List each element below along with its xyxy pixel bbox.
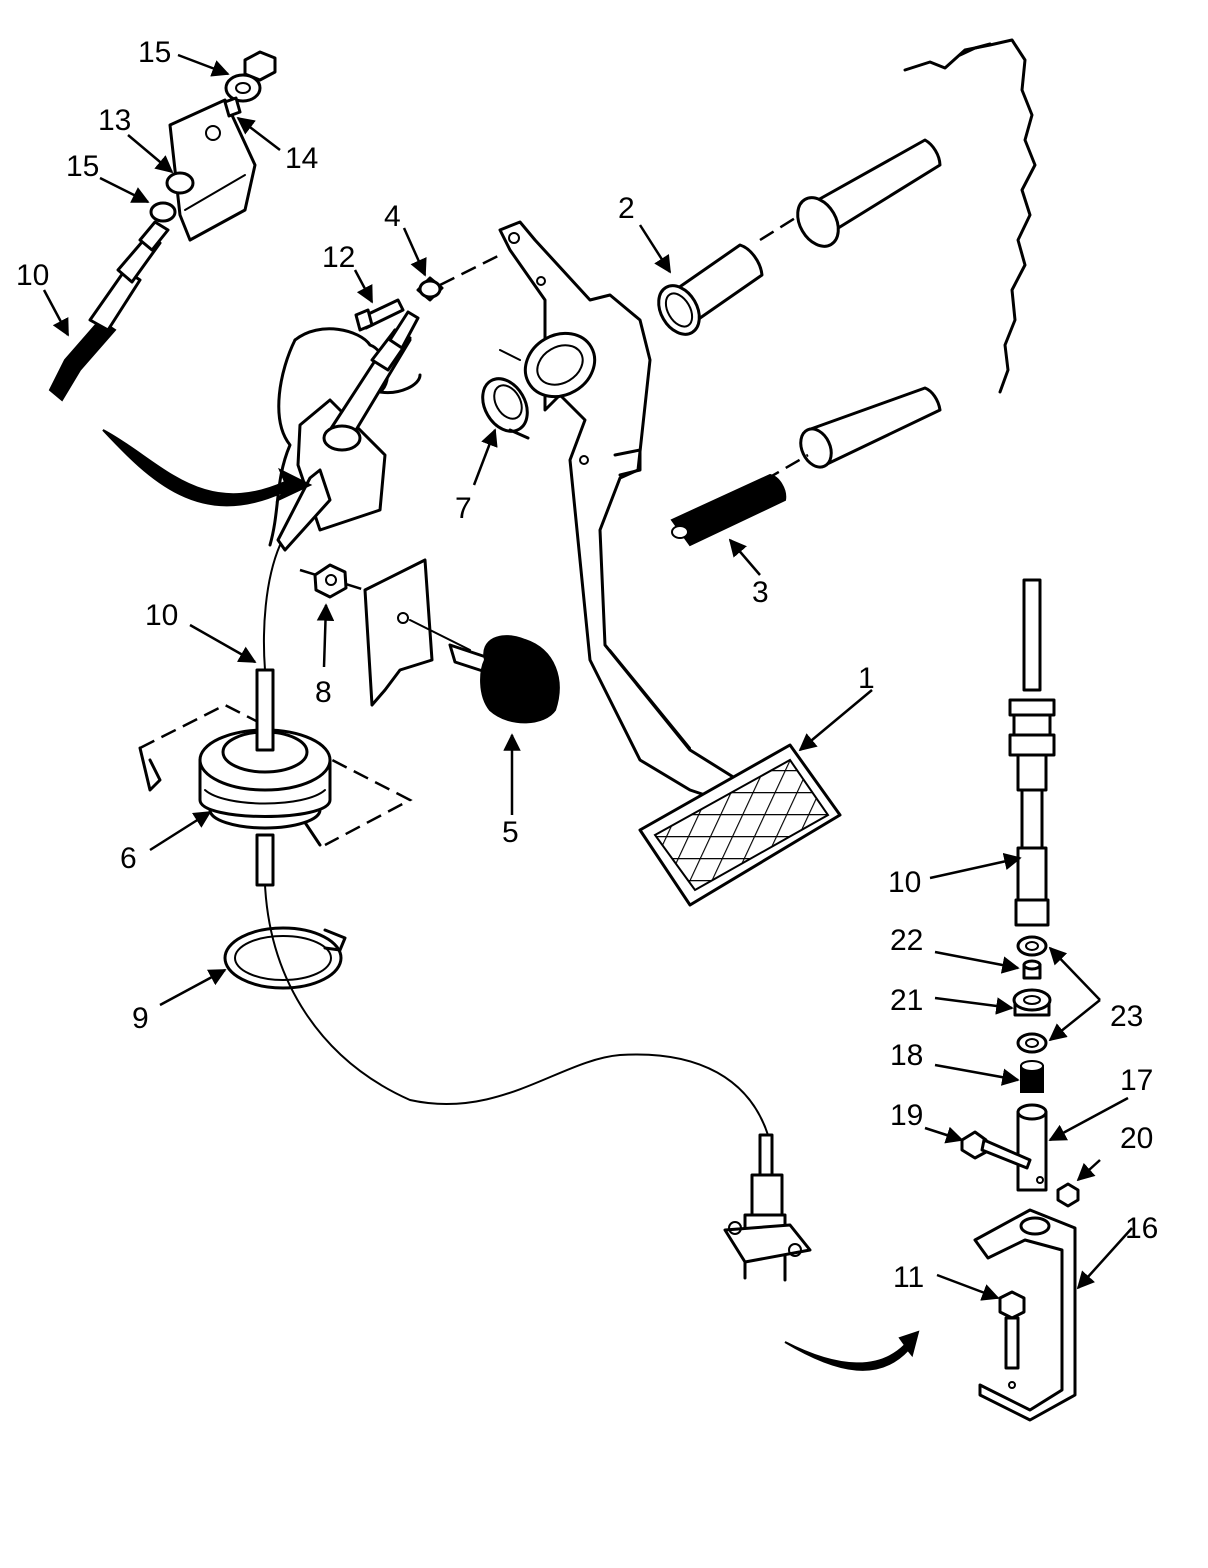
bracket-upper-left [168, 98, 257, 242]
callout-6: 6 [120, 842, 137, 875]
washer-top [1016, 935, 1048, 957]
lower-shaft [764, 386, 942, 482]
callout-23: 23 [1110, 1000, 1143, 1033]
transmission-mount [723, 1133, 812, 1282]
retaining-clip [481, 377, 530, 440]
bolt-bottom [998, 1290, 1026, 1370]
callout-2: 2 [618, 192, 635, 225]
callout-11: 11 [893, 1261, 924, 1294]
bolt-side [960, 1130, 1032, 1170]
cable-bracket-pedal [268, 310, 422, 552]
callout-18: 18 [890, 1039, 923, 1072]
stop-bumper [409, 619, 560, 724]
callout-19: 19 [890, 1099, 923, 1132]
pedal-pad [638, 743, 842, 907]
callout-10-right: 10 [888, 866, 921, 899]
callout-21: 21 [890, 984, 923, 1017]
firewall-panel-outline [903, 38, 1037, 394]
bushing [657, 243, 764, 336]
bushing-right [1020, 1060, 1044, 1093]
callout-17: 17 [1120, 1064, 1153, 1097]
nut [313, 563, 348, 599]
callout-15-middle: 15 [66, 150, 99, 183]
callout-14: 14 [285, 142, 318, 175]
callout-4: 4 [384, 200, 401, 233]
washer-bottom [1016, 1032, 1048, 1054]
pivot-shaft-upper [759, 138, 942, 248]
spacer [1022, 959, 1042, 980]
washer-upper [223, 50, 277, 118]
callout-16: 16 [1125, 1212, 1158, 1245]
callout-8: 8 [315, 676, 332, 709]
roll-pin [670, 473, 787, 547]
callout-12: 12 [322, 241, 355, 274]
callout-7: 7 [455, 492, 472, 525]
cable [262, 544, 769, 1136]
callout-labels: 1 2 3 4 5 6 7 8 9 10 10 10 11 12 13 14 1… [16, 36, 1158, 1294]
direction-arrow-upper [102, 429, 313, 507]
sleeve [1016, 1103, 1048, 1192]
callout-10-upper-left: 10 [16, 259, 49, 292]
clevis-pin [354, 298, 405, 332]
grommet-right [1012, 988, 1052, 1017]
callout-13: 13 [98, 104, 131, 137]
callout-5: 5 [502, 816, 519, 849]
boot-grommet [198, 728, 332, 830]
cable-shaft-boot [255, 668, 275, 887]
grommet-left [149, 171, 195, 223]
clevis [416, 253, 501, 302]
callout-22: 22 [890, 924, 923, 957]
callout-10-middle: 10 [145, 599, 178, 632]
cable-end-right [1008, 578, 1056, 927]
leader-lines [42, 53, 1133, 1301]
callout-15-top: 15 [138, 36, 171, 69]
callout-1: 1 [858, 662, 875, 695]
callout-20: 20 [1120, 1122, 1153, 1155]
cable-end-left [48, 220, 170, 402]
nut-side [1056, 1182, 1080, 1208]
callout-3: 3 [752, 576, 769, 609]
callout-9: 9 [132, 1002, 149, 1035]
direction-arrow-lower [784, 1330, 920, 1371]
mounting-bracket [973, 1208, 1077, 1422]
cable-clamp [223, 926, 347, 990]
